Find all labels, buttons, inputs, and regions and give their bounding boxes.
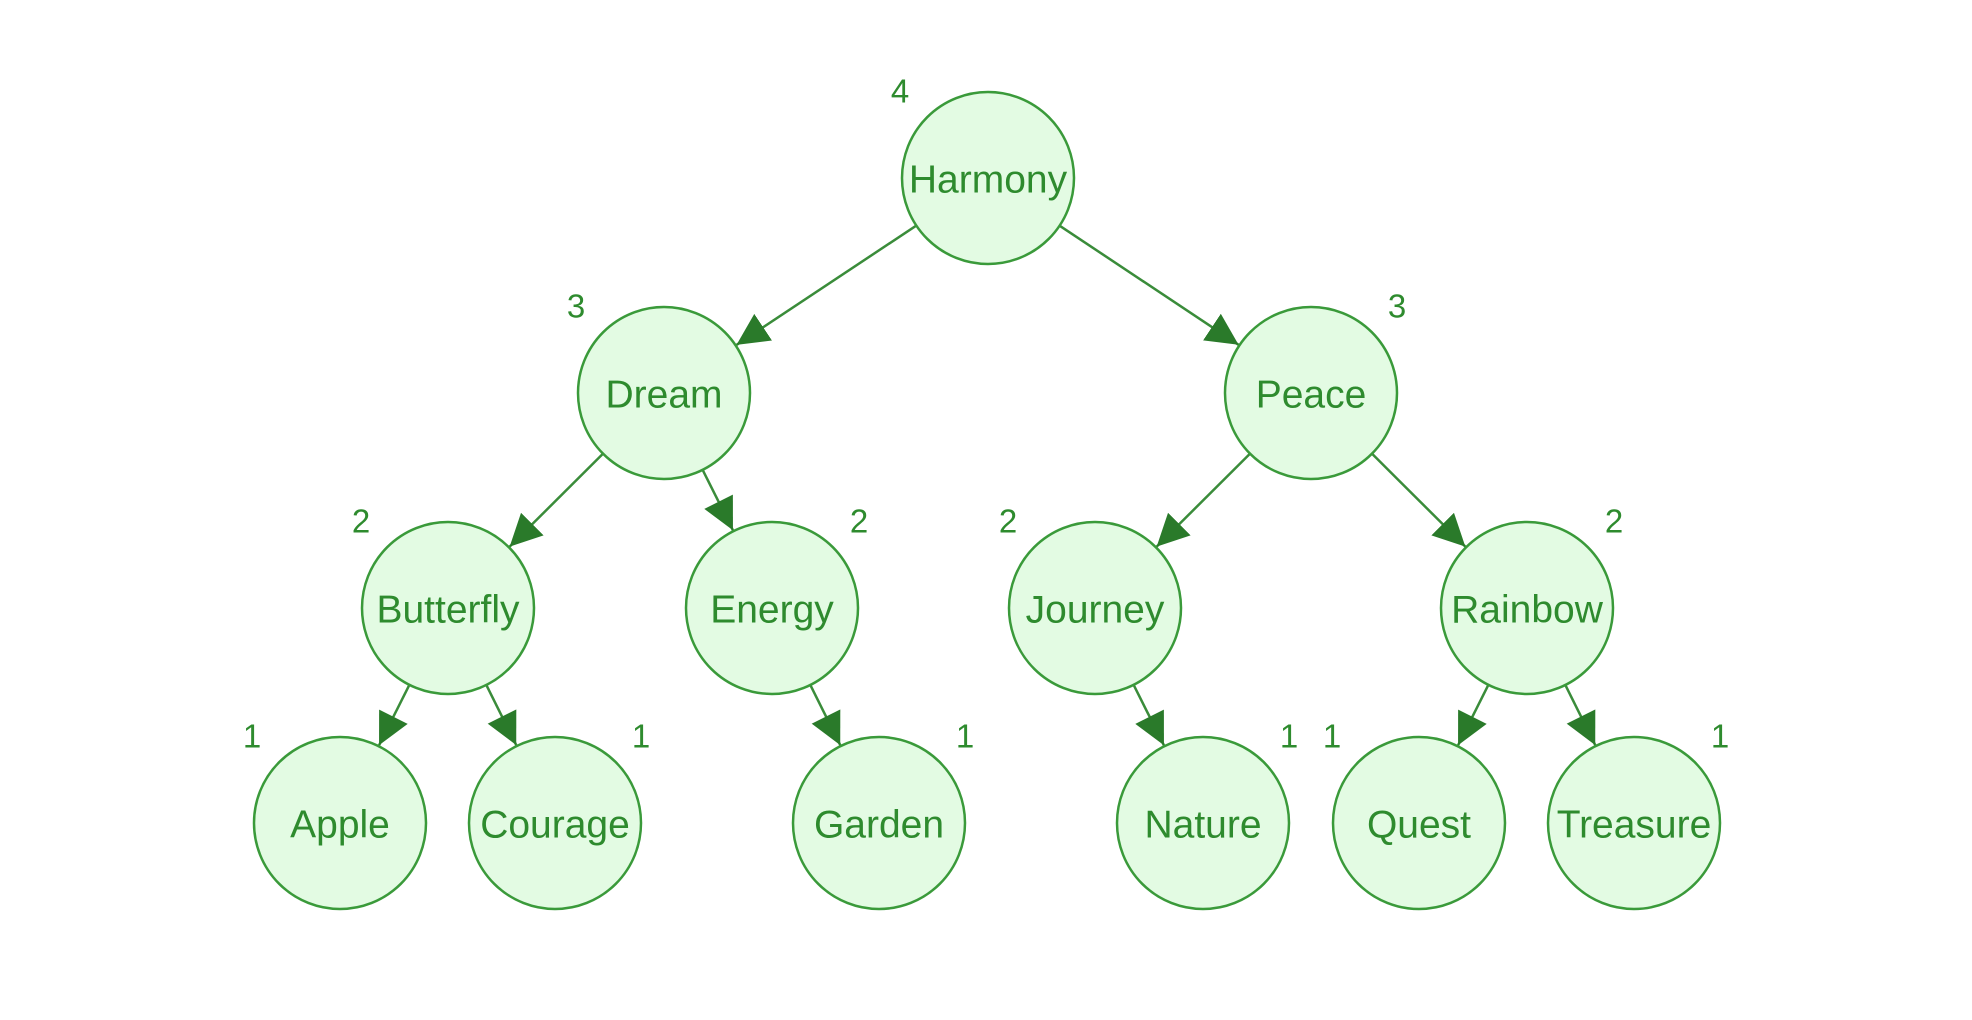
node-circle	[684, 520, 860, 696]
edge-peace-journey	[1155, 452, 1251, 548]
node-circle	[1439, 520, 1615, 696]
node-height-label: 1	[1711, 718, 1729, 755]
edge-peace-rainbow	[1371, 452, 1467, 548]
node-height-label: 1	[1280, 718, 1298, 755]
node-label: Journey	[1026, 589, 1165, 632]
node-label: Garden	[814, 804, 944, 847]
node-circle	[467, 735, 643, 911]
node-label: Energy	[710, 589, 834, 632]
node-height-label: 1	[632, 718, 650, 755]
node-circle	[1331, 735, 1507, 911]
node-height-label: 2	[850, 503, 868, 540]
node-height-label: 2	[1605, 503, 1623, 540]
edge-butterfly-courage	[485, 684, 518, 746]
node-label: Nature	[1144, 804, 1261, 847]
tree-node-courage: Courage 1	[467, 718, 650, 911]
node-height-label: 1	[243, 718, 261, 755]
edges-layer	[377, 224, 1597, 746]
node-label: Dream	[605, 374, 722, 417]
tree-node-dream: Dream 3	[567, 288, 752, 481]
tree-node-treasure: Treasure 1	[1546, 718, 1729, 911]
edge-rainbow-treasure	[1564, 684, 1597, 746]
edge-harmony-peace	[1058, 224, 1240, 346]
tree-node-apple: Apple 1	[243, 718, 428, 911]
node-circle	[791, 735, 967, 911]
node-height-label: 1	[956, 718, 974, 755]
node-circle	[1115, 735, 1291, 911]
tree-node-quest: Quest 1	[1323, 718, 1507, 911]
node-label: Courage	[480, 804, 630, 847]
edge-dream-butterfly	[508, 452, 604, 548]
tree-node-nature: Nature 1	[1115, 718, 1298, 911]
edge-journey-nature	[1132, 684, 1166, 746]
edge-rainbow-quest	[1456, 684, 1490, 746]
tree-node-journey: Journey 2	[999, 503, 1183, 696]
node-circle	[1546, 735, 1722, 911]
node-label: Apple	[290, 804, 390, 847]
node-label: Butterfly	[376, 589, 520, 632]
edge-energy-garden	[809, 684, 842, 746]
tree-node-butterfly: Butterfly 2	[352, 503, 536, 696]
node-height-label: 1	[1323, 718, 1341, 755]
nodes-layer: Harmony4Dream3Peace3Butterfly2Energy2Jou…	[243, 73, 1729, 911]
node-circle	[1007, 520, 1183, 696]
edge-dream-energy	[701, 469, 735, 531]
node-height-label: 2	[999, 503, 1017, 540]
edge-butterfly-apple	[377, 684, 411, 746]
node-label: Treasure	[1557, 804, 1712, 847]
node-circle	[1223, 305, 1399, 481]
node-height-label: 3	[1388, 288, 1406, 325]
edge-harmony-dream	[735, 224, 918, 346]
node-height-label: 3	[567, 288, 585, 325]
node-circle	[900, 90, 1076, 266]
tree-node-garden: Garden 1	[791, 718, 974, 911]
node-height-label: 4	[891, 73, 909, 110]
tree-node-energy: Energy 2	[684, 503, 868, 696]
node-label: Rainbow	[1451, 589, 1604, 632]
node-circle	[360, 520, 536, 696]
node-label: Peace	[1256, 374, 1367, 417]
node-circle	[252, 735, 428, 911]
node-height-label: 2	[352, 503, 370, 540]
node-label: Quest	[1367, 804, 1471, 847]
node-circle	[576, 305, 752, 481]
node-label: Harmony	[909, 159, 1068, 202]
tree-node-rainbow: Rainbow 2	[1439, 503, 1623, 696]
tree-node-harmony: Harmony 4	[891, 73, 1076, 266]
tree-node-peace: Peace 3	[1223, 288, 1406, 481]
